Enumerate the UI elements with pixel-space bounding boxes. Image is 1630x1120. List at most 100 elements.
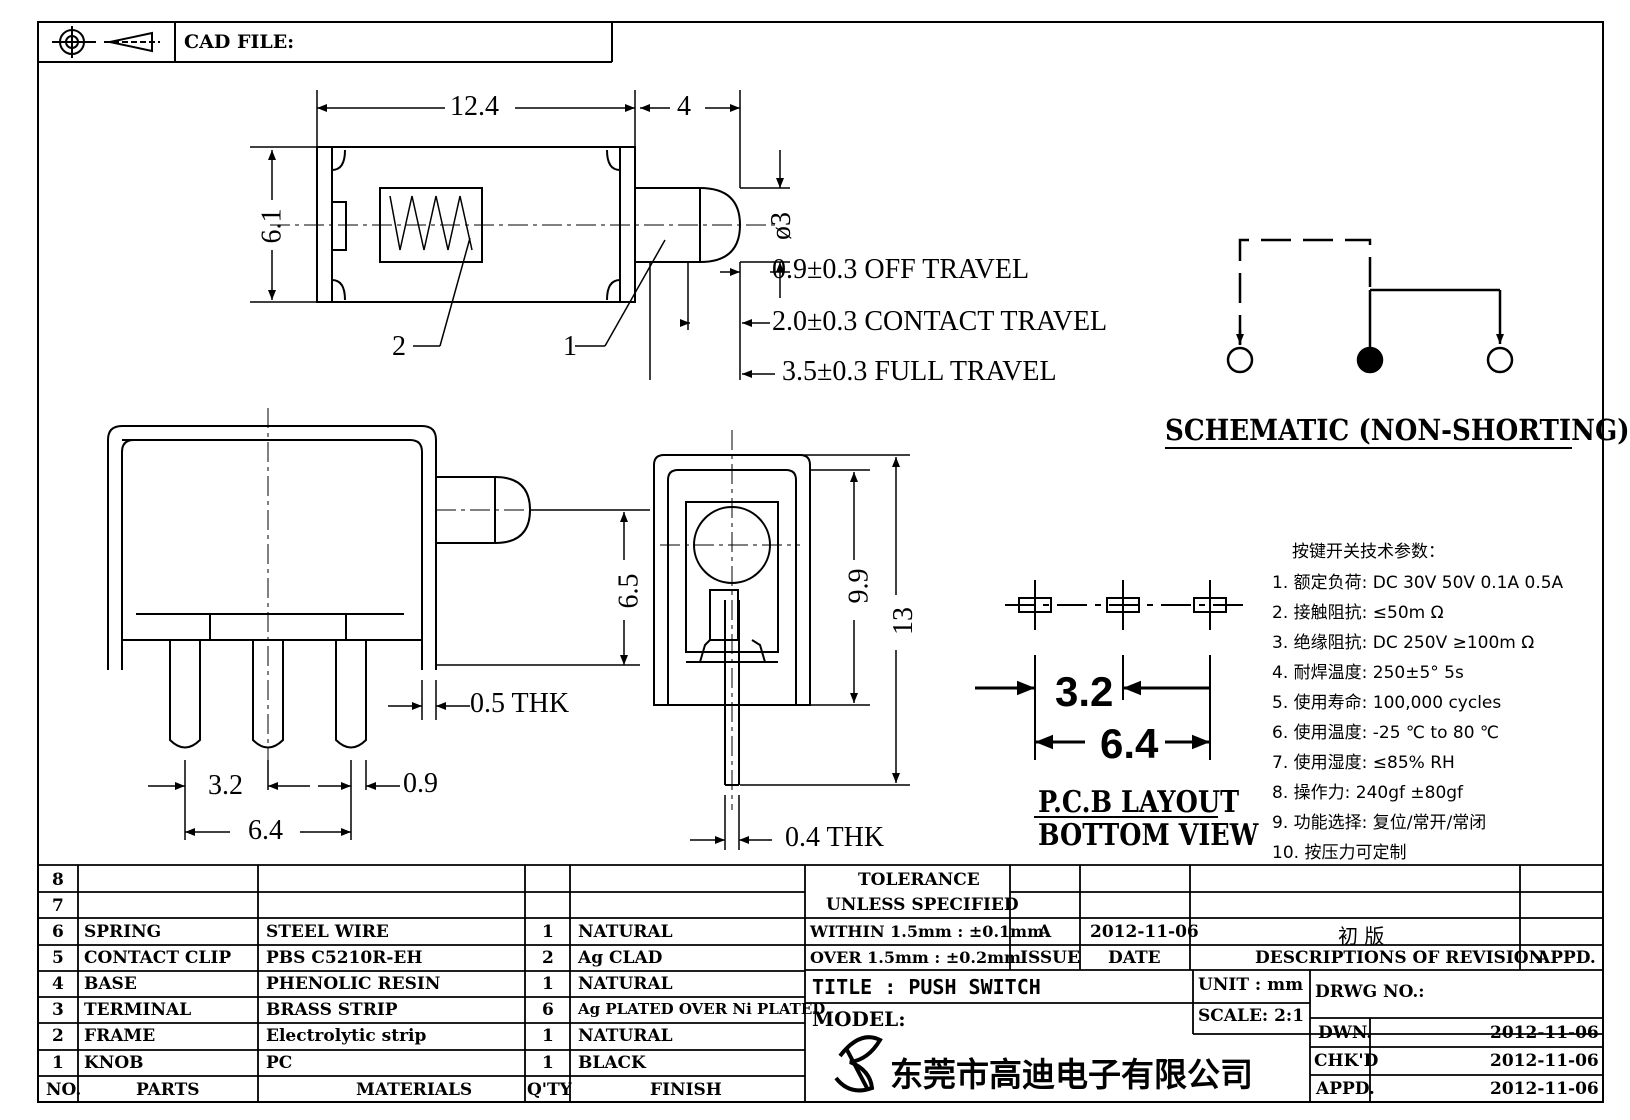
drawn-date: 2012-11-06: [1490, 1023, 1599, 1043]
model-label: MODEL:: [812, 1007, 906, 1031]
unit-label: UNIT : mm: [1198, 975, 1304, 995]
bom-qty: 1: [542, 1053, 554, 1073]
bom-part: KNOB: [84, 1053, 144, 1073]
dim-height: 6.1: [256, 208, 288, 244]
spec-item: 4. 耐焊温度: 250±5° 5s: [1272, 663, 1464, 683]
bom-material: Electrolytic strip: [266, 1026, 427, 1046]
bom-part: BASE: [84, 974, 137, 994]
bom-qty: 1: [542, 974, 554, 994]
dim-full-travel: 3.5±0.3 FULL TRAVEL: [782, 356, 1057, 387]
bom-part: CONTACT CLIP: [84, 948, 232, 968]
bom-material: PHENOLIC RESIN: [266, 974, 441, 994]
revision-date-value: 2012-11-06: [1090, 922, 1199, 942]
bom-material: BRASS STRIP: [266, 1000, 398, 1020]
projection-symbol-icon: [52, 26, 160, 58]
spec-item: 2. 接触阻抗: ≤50m Ω: [1272, 603, 1444, 623]
pcb-title: P.C.B LAYOUT: [1038, 785, 1240, 820]
dim-knob-center-height: 6.5: [613, 573, 645, 609]
tolerance-within: WITHIN 1.5mm : ±0.1mm: [810, 922, 1044, 941]
spec-item: 5. 使用寿命: 100,000 cycles: [1272, 693, 1502, 713]
schematic-title: SCHEMATIC (NON-SHORTING): [1165, 413, 1630, 447]
front-view-dimensions: [436, 454, 910, 850]
bom-header-parts: PARTS: [136, 1080, 200, 1100]
company-logo-icon: [834, 1035, 883, 1093]
sheet-border: [37, 21, 1604, 1103]
bom-finish: NATURAL: [578, 974, 673, 994]
bom-header-qty: Q'TY: [527, 1080, 572, 1100]
approved-date: 2012-11-06: [1490, 1079, 1599, 1099]
pcb-pitch: 3.2: [1055, 668, 1114, 715]
schematic-diagram: [1165, 238, 1572, 449]
callout-2: 2: [392, 331, 406, 362]
dim-length: 12.4: [450, 91, 499, 122]
side-view-dimensions: [148, 680, 470, 840]
bom-part: TERMINAL: [84, 1000, 192, 1020]
drawing-number-label: DRWG NO.:: [1315, 982, 1425, 1002]
bom-part: SPRING: [84, 922, 162, 942]
bom-qty: 6: [542, 1000, 554, 1020]
dim-knob-diameter: ø3: [766, 212, 797, 240]
dim-total-height: 13: [888, 607, 919, 635]
bom-part: FRAME: [84, 1026, 156, 1046]
bom-material: PBS C5210R-EH: [266, 948, 423, 968]
revision-description-value: 初 版: [1338, 924, 1385, 948]
spec-item: 6. 使用温度: -25 ℃ to 80 ℃: [1272, 723, 1500, 743]
revision-issue-label: ISSUE: [1020, 948, 1080, 968]
bom-finish: NATURAL: [578, 1026, 673, 1046]
bom-no: 1: [52, 1053, 64, 1073]
revision-description-label: DESCRIPTIONS OF REVISION: [1255, 948, 1545, 968]
tolerance-title: TOLERANCE: [858, 870, 980, 890]
approved-label: APPD.: [1316, 1079, 1375, 1099]
bom-qty: 1: [542, 922, 554, 942]
side-view: [107, 408, 550, 780]
cad-file-label: CAD FILE:: [184, 31, 295, 53]
drawing-title: TITLE : PUSH SWITCH: [812, 975, 1041, 999]
company-name: 东莞市高迪电子有限公司: [890, 1056, 1253, 1093]
pcb-subtitle: BOTTOM VIEW: [1038, 818, 1259, 853]
bom-qty: 2: [542, 948, 554, 968]
spec-item: 10. 按压力可定制: [1272, 843, 1407, 863]
bom-finish: Ag CLAD: [578, 948, 663, 968]
bom-material: PC: [266, 1053, 293, 1073]
callout-1: 1: [563, 331, 577, 362]
dim-pin-pitch: 3.2: [208, 770, 243, 801]
spec-item: 9. 功能选择: 复位/常开/常闭: [1272, 813, 1487, 833]
spec-heading: 按键开关技术参数：: [1292, 542, 1445, 562]
bom-finish: Ag PLATED OVER Ni PLATED: [578, 1000, 826, 1018]
bom-no: 6: [52, 922, 64, 942]
bom-no: 2: [52, 1026, 64, 1046]
dim-off-travel: 0.9±0.3 OFF TRAVEL: [772, 254, 1030, 285]
dim-contact-travel: 2.0±0.3 CONTACT TRAVEL: [772, 306, 1108, 337]
dim-knob-length: 4: [677, 91, 691, 122]
checked-date: 2012-11-06: [1490, 1051, 1599, 1071]
bom-finish: BLACK: [578, 1053, 646, 1073]
scale-label: SCALE: 2:1: [1198, 1006, 1305, 1026]
revision-issue-value: A: [1038, 922, 1052, 942]
bom-no: 4: [52, 974, 64, 994]
spec-item: 1. 额定负荷: DC 30V 50V 0.1A 0.5A: [1272, 573, 1564, 593]
dim-body-height: 9.9: [843, 568, 875, 604]
drawn-label: DWN.: [1318, 1023, 1373, 1043]
pcb-layout: [975, 580, 1245, 818]
bom-no: 7: [52, 896, 64, 916]
title-block-grid: [38, 864, 1603, 1102]
pcb-span: 6.4: [1100, 720, 1159, 767]
front-view: [653, 430, 811, 810]
tolerance-subtitle: UNLESS SPECIFIED: [826, 895, 1019, 915]
bom-no: 5: [52, 948, 64, 968]
dim-terminal-thickness: 0.5 THK: [470, 688, 570, 719]
dim-pin-span: 6.4: [248, 815, 283, 846]
bom-material: STEEL WIRE: [266, 922, 389, 942]
dim-pin-thickness: 0.4 THK: [785, 822, 885, 853]
bom-no: 8: [52, 870, 64, 890]
top-view-dimensions: [250, 90, 790, 380]
spec-item: 8. 操作力: 240gf ±80gf: [1272, 783, 1464, 803]
spec-item: 7. 使用湿度: ≤85% RH: [1272, 753, 1455, 773]
revision-appd-label: APPD.: [1537, 948, 1596, 968]
bom-header-finish: FINISH: [650, 1080, 722, 1100]
bom-header-materials: MATERIALS: [356, 1080, 473, 1100]
checked-label: CHK'D: [1314, 1051, 1379, 1071]
bom-qty: 1: [542, 1026, 554, 1046]
dim-pin-width: 0.9: [403, 768, 438, 799]
